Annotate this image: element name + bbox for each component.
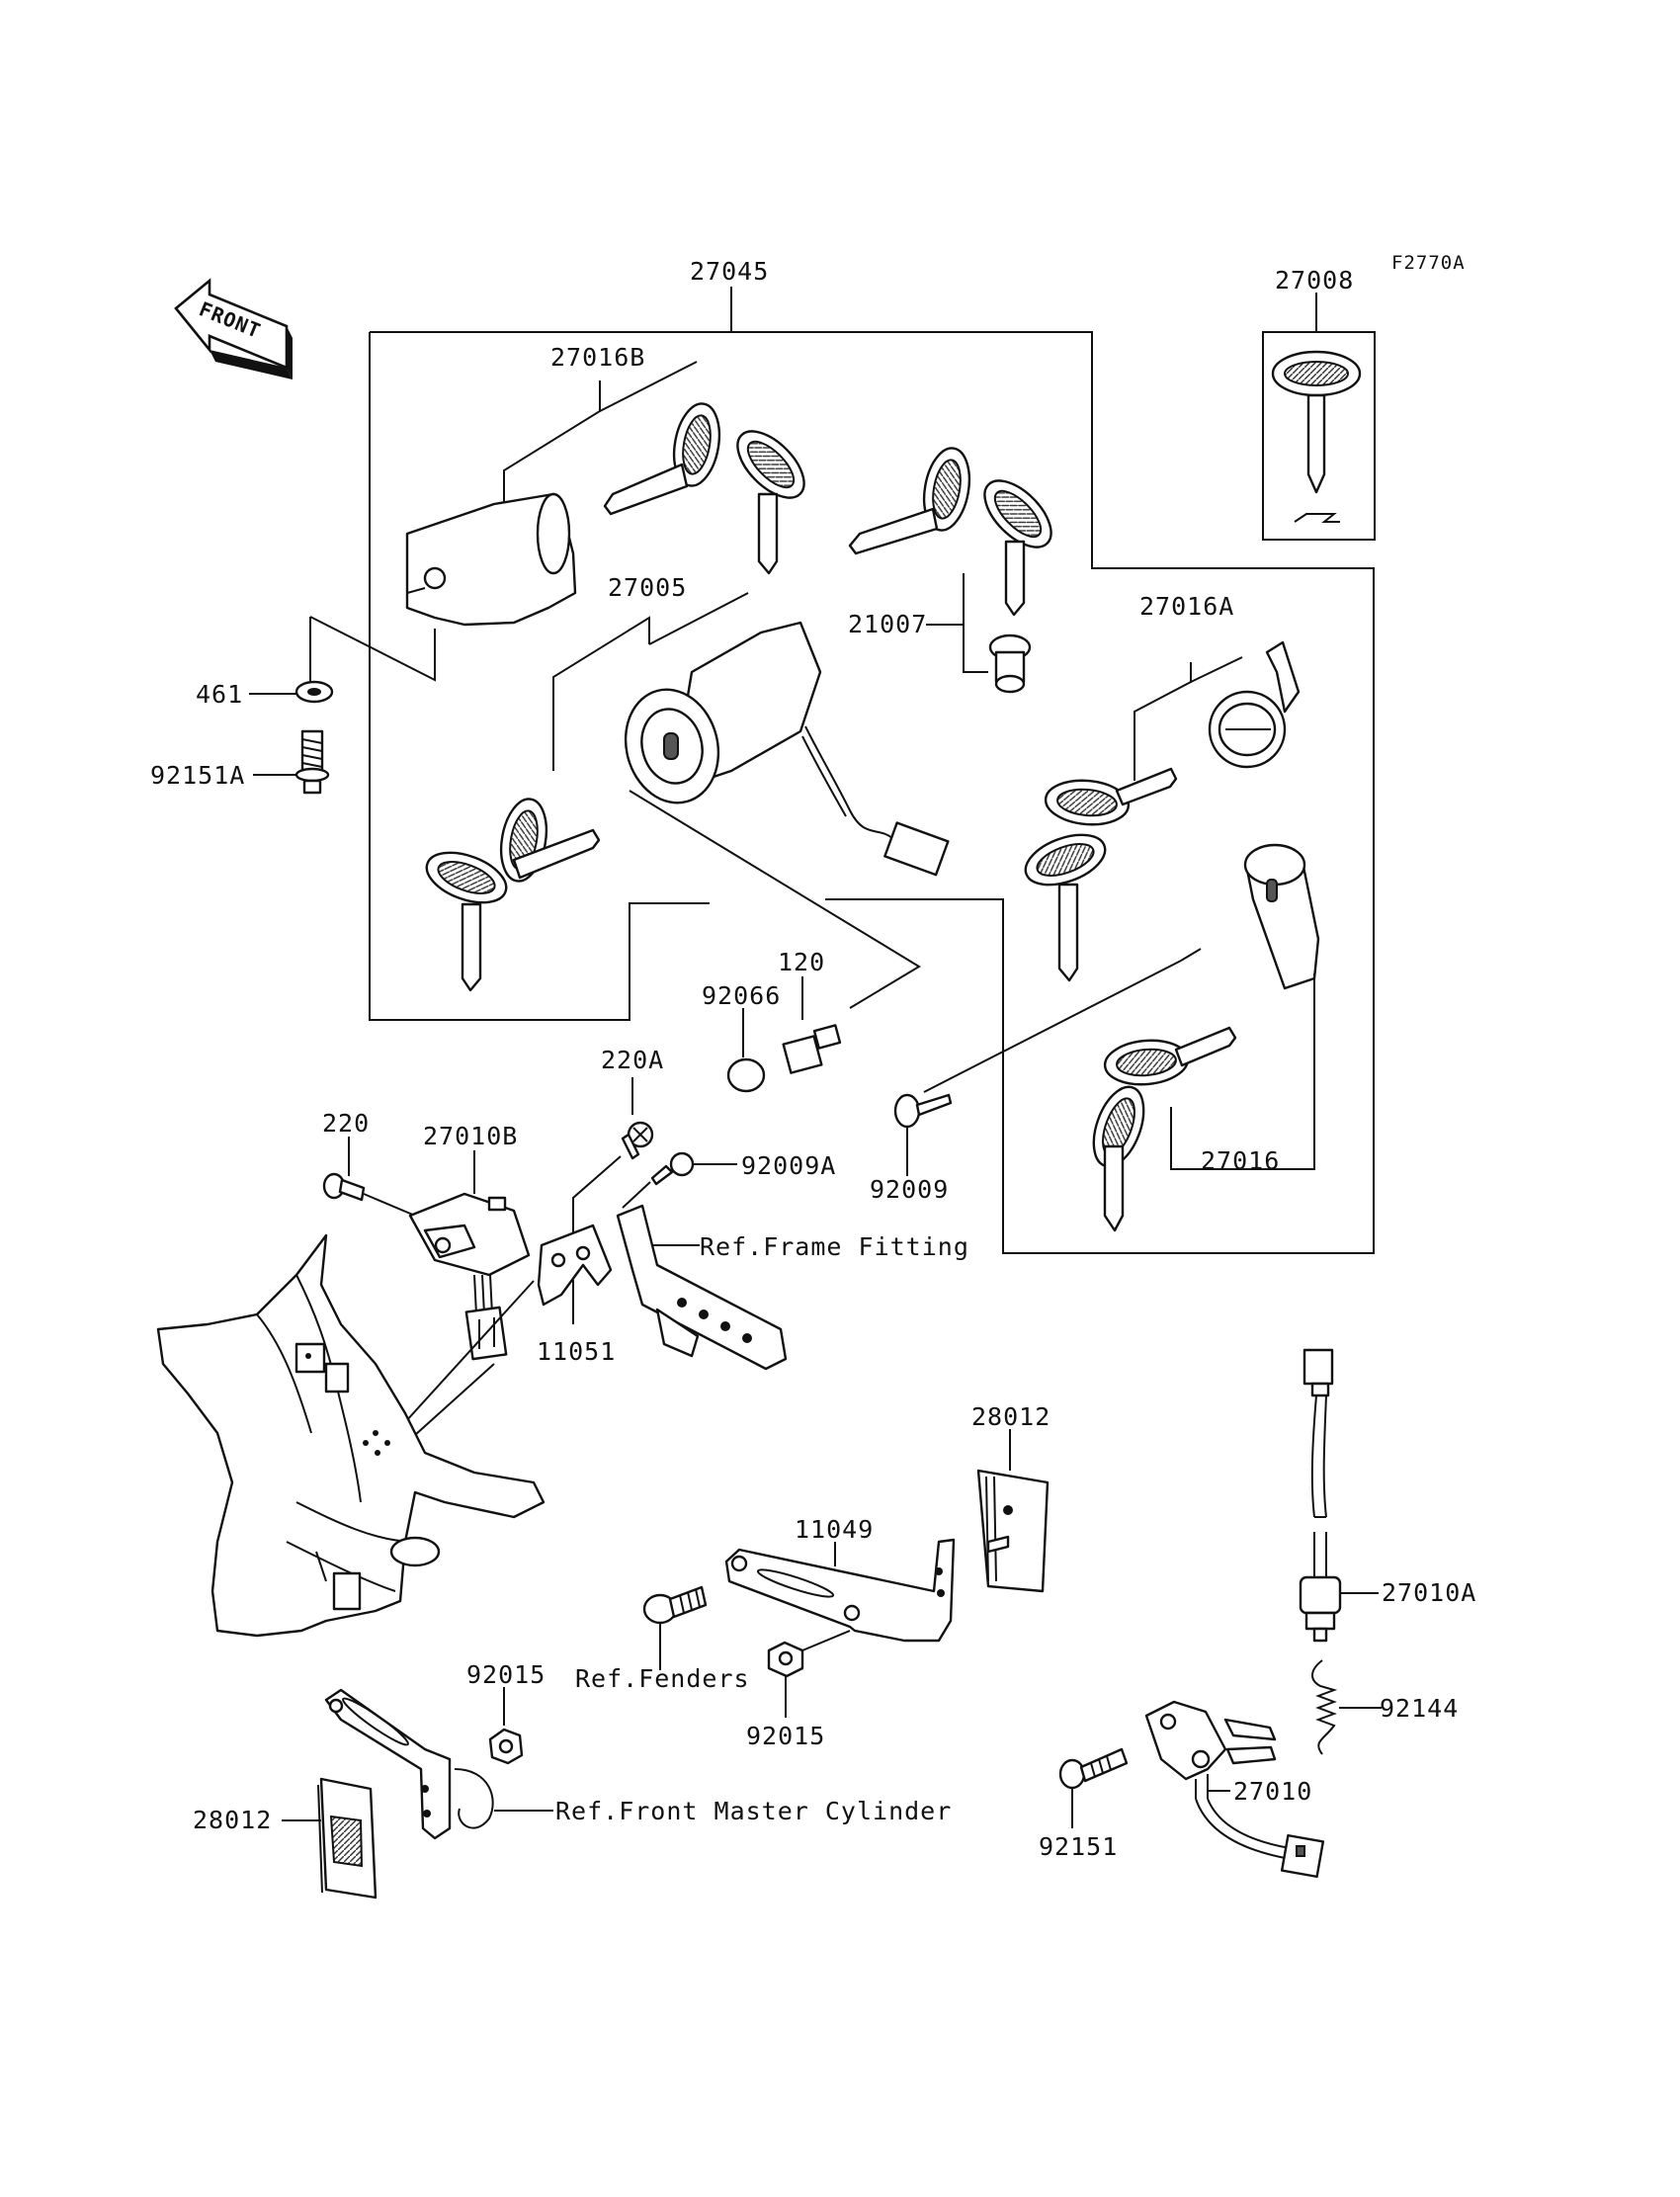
label-92066: 92066 (702, 981, 781, 1010)
label-92009A: 92009A (741, 1151, 836, 1180)
label-27016: 27016 (1201, 1146, 1280, 1175)
switch-27010B (394, 1150, 535, 1454)
washer-461 (249, 616, 436, 704)
label-27010A: 27010A (1382, 1578, 1476, 1607)
screw-92009A (622, 1151, 737, 1209)
label-28012-top: 28012 (971, 1402, 1050, 1431)
label-21007: 21007 (848, 610, 927, 638)
nut-92015-left (488, 1687, 524, 1765)
diagram-code: F2770A (1391, 252, 1466, 274)
label-27010B: 27010B (423, 1122, 518, 1150)
label-92015-left: 92015 (466, 1660, 546, 1689)
switch-27010A (1299, 1348, 1379, 1643)
leader-92009 (629, 790, 1202, 1093)
screw-92009 (893, 1093, 953, 1176)
label-11051: 11051 (537, 1337, 616, 1366)
ref-front-master-cylinder: Ref.Front Master Cylinder (555, 1797, 952, 1825)
label-220: 220 (322, 1109, 370, 1138)
spring-92144 (1311, 1659, 1382, 1755)
label-92144: 92144 (1380, 1694, 1459, 1723)
label-27008: 27008 (1275, 266, 1354, 295)
part-labels: 27045 27008 27016B 27005 21007 27016A 46… (150, 257, 1476, 1861)
bolt-92151 (1058, 1747, 1129, 1828)
seat-lock-27016B (405, 361, 817, 627)
label-27010: 27010 (1233, 1777, 1312, 1806)
label-27045: 27045 (690, 257, 769, 286)
label-92015-mid: 92015 (746, 1722, 825, 1750)
bolt-220 (322, 1137, 416, 1217)
front-arrow-icon: FRONT (174, 278, 293, 380)
bolt-92151A (253, 729, 330, 795)
bracket-11051 (537, 1224, 613, 1324)
label-92151A: 92151A (150, 761, 245, 790)
bracket-front-master (324, 1688, 494, 1840)
label-220A: 220A (601, 1046, 664, 1074)
screw-220A (572, 1077, 654, 1235)
label-27016A: 27016A (1139, 592, 1234, 621)
frame-fitting-bracket (616, 1204, 788, 1371)
label-92151: 92151 (1039, 1832, 1118, 1861)
label-27005: 27005 (608, 573, 687, 602)
label-11049: 11049 (795, 1515, 874, 1544)
ref-fenders: Ref.Fenders (575, 1664, 750, 1693)
label-461: 461 (196, 680, 243, 709)
cap-21007 (848, 443, 1064, 694)
ref-frame-fitting: Ref.Frame Fitting (700, 1232, 969, 1261)
label-92009: 92009 (870, 1175, 949, 1204)
kit-27045-outline (369, 287, 1375, 1254)
helmet-lock-27016 (1082, 843, 1320, 1232)
bracket-11049 (724, 1538, 956, 1643)
key-27008 (1262, 293, 1376, 541)
nut-92015-mid (767, 1630, 851, 1718)
reflector-28012-top (976, 1429, 1050, 1593)
fender-bolt (642, 1585, 708, 1670)
bolt-120 (782, 976, 842, 1074)
label-120: 120 (778, 948, 825, 976)
frame-section (156, 1233, 546, 1638)
reflector-28012-bottom (282, 1777, 378, 1900)
fuel-lock-27016A (1017, 640, 1301, 982)
label-27016B: 27016B (550, 343, 645, 372)
reference-labels: Ref.Frame Fitting Ref.Fenders Ref.Front … (555, 1232, 969, 1825)
switch-27010 (1144, 1700, 1325, 1879)
cap-92066 (726, 1008, 766, 1093)
ignition-switch-27005 (418, 592, 950, 992)
label-28012-bottom: 28012 (193, 1806, 272, 1834)
